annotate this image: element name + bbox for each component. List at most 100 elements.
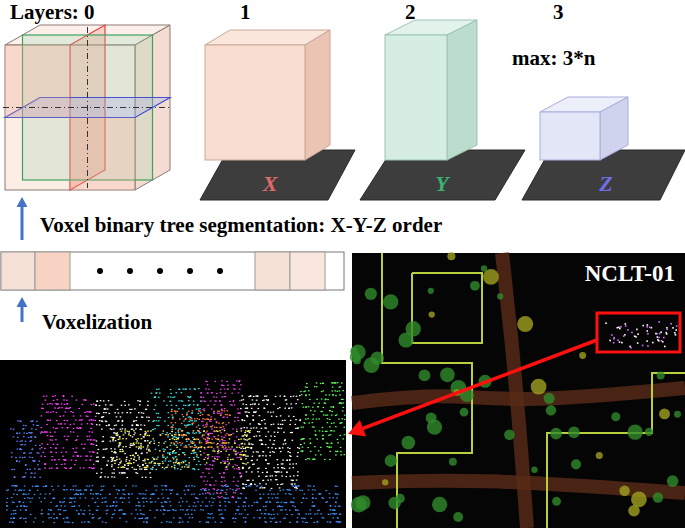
lidar-point [163, 443, 165, 444]
lidar-point [184, 425, 186, 426]
lidar-point [295, 428, 297, 429]
lidar-point [213, 460, 215, 461]
lidar-point [226, 449, 228, 450]
lidar-point [135, 452, 137, 453]
lidar-point [247, 462, 249, 463]
lidar-point [212, 465, 214, 466]
lidar-point [183, 452, 185, 453]
lidar-point [321, 411, 323, 412]
lidar-point [187, 425, 189, 426]
lidar-point [111, 451, 113, 452]
lidar-point [188, 485, 190, 486]
lidar-point [16, 494, 18, 495]
lidar-point [90, 419, 92, 420]
lidar-point [129, 460, 131, 461]
lidar-point [176, 460, 178, 461]
lidar-point [330, 447, 332, 448]
lidar-point [248, 485, 250, 486]
lidar-point [130, 444, 132, 445]
lidar-point [284, 440, 286, 441]
lidar-point [128, 494, 130, 495]
lidar-point [204, 401, 206, 402]
lidar-point [35, 429, 37, 430]
lidar-point [135, 453, 137, 454]
lidar-point [239, 472, 241, 473]
lidar-point [249, 432, 251, 433]
lidar-point [94, 439, 96, 440]
lidar-point [31, 473, 33, 474]
lidar-point [81, 419, 83, 420]
lidar-point [96, 401, 98, 402]
lidar-point [280, 451, 282, 452]
lidar-point [203, 430, 205, 431]
lidar-point [241, 428, 243, 429]
lidar-point [70, 424, 72, 425]
lidar-point [15, 489, 17, 490]
lidar-point [66, 439, 68, 440]
lidar-point [243, 454, 245, 455]
lidar-point [202, 421, 204, 422]
lidar-point [245, 451, 247, 452]
lidar-point [291, 432, 293, 433]
lidar-point [233, 401, 235, 402]
lidar-point [11, 469, 13, 470]
lidar-point [156, 425, 158, 426]
lidar-point [330, 443, 332, 444]
lidar-point [255, 411, 257, 412]
lidar-point [96, 445, 98, 446]
lidar-point [140, 493, 142, 494]
lidar-point [242, 468, 244, 469]
lidar-point [128, 431, 130, 432]
lidar-point [234, 385, 236, 386]
lidar-point [136, 446, 138, 447]
lidar-point [209, 464, 211, 465]
lidar-point [277, 464, 279, 465]
lidar-point [235, 492, 237, 493]
lidar-point [123, 472, 125, 473]
lidar-point [44, 463, 46, 464]
lidar-point [122, 466, 124, 467]
lidar-point [34, 436, 36, 437]
lidar-point [340, 386, 342, 387]
ellipsis-dot [187, 268, 193, 274]
lidar-point [238, 488, 240, 489]
lidar-point [262, 472, 264, 473]
lidar-point [238, 457, 240, 458]
lidar-point [175, 456, 177, 457]
lidar-point [59, 407, 61, 408]
lidar-point [55, 448, 57, 449]
lidar-point [126, 412, 128, 413]
lidar-point [187, 489, 189, 490]
lidar-point [61, 452, 63, 453]
lidar-point [218, 450, 220, 451]
lidar-point [114, 412, 116, 413]
lidar-point [304, 423, 306, 424]
lidar-point [232, 428, 234, 429]
lidar-point [30, 476, 32, 477]
lidar-point [130, 445, 132, 446]
lidar-point [87, 423, 89, 424]
lidar-point [113, 457, 115, 458]
lidar-point [147, 446, 149, 447]
lidar-point [297, 447, 299, 448]
lidar-point [49, 403, 51, 404]
lidar-point [198, 425, 200, 426]
lidar-point [227, 464, 229, 465]
lidar-point [284, 408, 286, 409]
lidar-point [51, 486, 53, 487]
lidar-point [210, 494, 212, 495]
lidar-point [123, 489, 125, 490]
lidar-point [315, 454, 317, 455]
lidar-point [43, 396, 45, 397]
lidar-point [322, 390, 324, 391]
up-arrow-head [17, 197, 28, 207]
lidar-point [297, 471, 299, 472]
lidar-point [31, 432, 33, 433]
lidar-point [91, 419, 93, 420]
lidar-point [131, 409, 133, 410]
axis-line [3, 107, 172, 108]
lidar-point [296, 480, 298, 481]
lidar-point [38, 453, 40, 454]
lidar-point [238, 420, 240, 421]
lidar-point [108, 424, 110, 425]
